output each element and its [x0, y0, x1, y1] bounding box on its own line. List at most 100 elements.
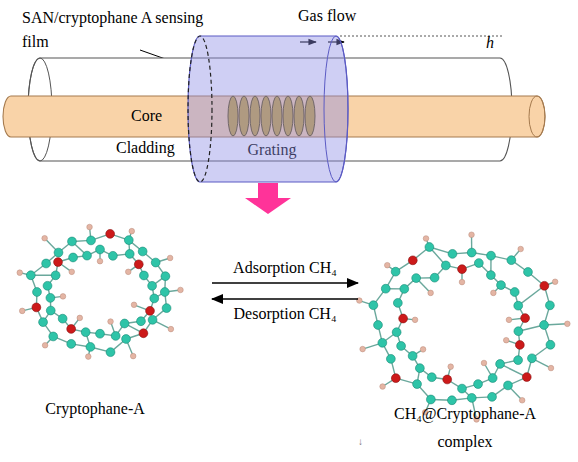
oxygen-atom [540, 281, 549, 290]
hydrogen-atom [17, 270, 23, 276]
carbon-atom [42, 259, 51, 268]
oxygen-atom [515, 340, 524, 349]
node-text: Cladding [116, 138, 175, 158]
hydrogen-atom [130, 353, 136, 359]
hydrogen-atom [384, 262, 390, 268]
hydrogen-atom [167, 255, 173, 261]
hydrogen-atom [448, 364, 454, 370]
carbon-atom [488, 392, 497, 401]
film-cylinder [188, 36, 348, 182]
film-end [324, 36, 348, 182]
oxygen-atom [134, 260, 143, 269]
carbon-atom [87, 236, 96, 245]
carbon-atom [474, 380, 483, 389]
carbon-atom [124, 236, 133, 245]
carbon-atom [69, 253, 78, 262]
oxygen-atom [443, 375, 452, 384]
carbon-atom [51, 271, 60, 280]
callout-label: SAN/cryptophane A sensing film [22, 6, 207, 54]
node-text: Core [131, 106, 162, 126]
hydrogen-atom [42, 343, 48, 349]
carbon-atom [504, 381, 513, 390]
carbon-atom [386, 354, 395, 363]
carbon-atom [160, 288, 169, 297]
carbon-atom [81, 328, 90, 337]
hydrogen-atom [87, 224, 93, 230]
carbon-atom [497, 281, 506, 290]
carbon-atom [120, 319, 129, 328]
transition-arrow [245, 183, 291, 214]
carbon-atom [162, 304, 171, 313]
carbon-atom [96, 329, 105, 338]
oxygen-atom [391, 374, 400, 383]
molecule-group [17, 224, 570, 422]
node-text: CH₄@Cryptophane-A complex [380, 400, 550, 456]
hydrogen-atom [552, 279, 558, 285]
carbon-atom [496, 360, 505, 369]
carbon-atom [369, 301, 378, 310]
carbon-atom [46, 306, 55, 315]
oxygen-atom [399, 314, 408, 323]
carbon-atom [524, 268, 533, 277]
hydrogen-atom [548, 365, 554, 371]
carbon-atom [514, 356, 523, 365]
carbon-atom [415, 364, 424, 373]
carbon-atom [408, 352, 417, 361]
hydrogen-atom [360, 346, 366, 352]
carbon-atom [427, 373, 436, 382]
grating-ring [305, 96, 315, 136]
oxygen-atom [32, 303, 41, 312]
carbon-atom [68, 237, 77, 246]
carbon-atom [458, 384, 467, 393]
node-text: Cryptophane-A [10, 399, 180, 419]
carbon-atom [26, 271, 35, 280]
mark-label: ↓ [358, 432, 363, 452]
carbon-atom [425, 243, 434, 252]
molecule-box: CH₄@Cryptophane-A complex [358, 225, 573, 453]
hydrogen-atom [85, 354, 91, 360]
carbon-atom [397, 342, 406, 351]
grating-ring [294, 96, 304, 136]
grating-ring [239, 96, 249, 136]
carbon-atom [39, 318, 48, 327]
carbon-atom [514, 327, 523, 336]
carbon-atom [374, 321, 383, 330]
carbon-atom [138, 247, 147, 256]
oxygen-atom [521, 314, 530, 323]
carbon-atom [488, 374, 497, 383]
carbon-atom [441, 261, 450, 270]
hydrogen-atom [131, 302, 137, 308]
grating-ring [261, 96, 271, 136]
hydrogen-atom [42, 235, 48, 241]
flow-arrow [300, 41, 316, 42]
carbon-atom [510, 288, 519, 297]
grating-block: Grating [222, 96, 322, 160]
hydrogen-atom [519, 397, 525, 403]
carbon-atom [546, 340, 555, 349]
carbon-atom [413, 380, 422, 389]
flow-arrow [328, 41, 344, 42]
carbon-atom [161, 272, 170, 281]
hydrogen-atom [469, 232, 475, 238]
hydrogen-atom [19, 308, 25, 314]
carbon-atom [43, 281, 52, 290]
carbon-atom [391, 267, 400, 276]
hydrogen-atom [491, 290, 497, 296]
end-ellipse [529, 96, 545, 137]
hydrogen-atom [503, 337, 509, 343]
carbon-atom [151, 258, 160, 267]
carbon-atom [448, 249, 457, 258]
edge-label: Desorption CH₄ [205, 304, 365, 324]
hydrogen-atom [423, 236, 429, 242]
node-text: Grating [222, 140, 322, 160]
hydrogen-atom [125, 269, 131, 275]
hydrogen-atom [420, 347, 426, 353]
grating-ring [228, 96, 238, 136]
carbon-atom [49, 332, 58, 341]
carbon-atom [111, 332, 120, 341]
